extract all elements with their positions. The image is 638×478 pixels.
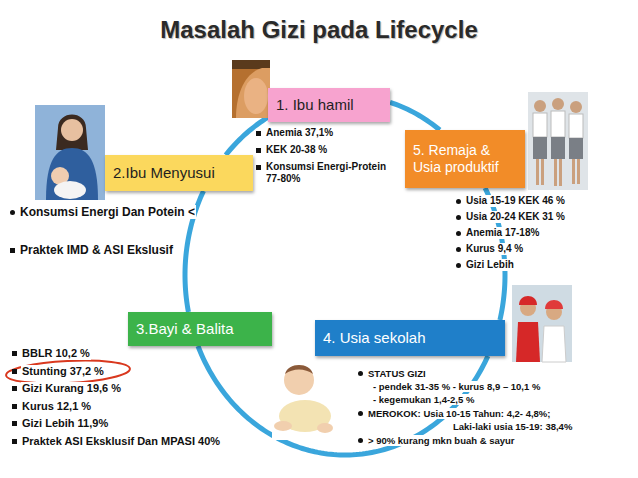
bullet-mark (12, 439, 17, 444)
list-text: Praktek ASI Eksklusif Dan MPASI 40% (21, 435, 221, 448)
list-item: Konsumsi Energi-Protein 77-80% (256, 161, 396, 185)
box-heading: 3.Bayi & Balita (136, 320, 264, 338)
bullet-mark (456, 247, 461, 252)
list-text: Laki-laki usia 15-19: 38,4% (452, 421, 573, 432)
students-red-photo (512, 285, 572, 362)
stage-box: 1. Ibu hamil (268, 88, 390, 122)
list-item: Gizi Lebih 11,9% (12, 417, 252, 430)
list-item: > 90% kurang mkn buah & sayur (358, 435, 608, 446)
stage-box: 3.Bayi & Balita (128, 312, 272, 346)
list-item: - kegemukan 1,4-2,5 % (372, 394, 622, 405)
bullet-mark (456, 215, 461, 220)
list-item: MEROKOK: Usia 10-15 Tahun: 4,2- 4,8%; (358, 408, 628, 419)
baby-photo (272, 352, 334, 440)
list-item: Usia 15-19 KEK 46 % (456, 195, 606, 207)
list-text: - pendek 31-35 % - kurus 8,9 – 10,1 % (372, 381, 541, 392)
school-kids-photo (528, 92, 588, 190)
bullet-mark (256, 148, 261, 153)
bullet-mark (256, 131, 261, 136)
list-text: Kurus 12,1 % (21, 400, 92, 413)
mother-baby-photo (35, 105, 105, 200)
list-item: Anemia 17-18% (456, 227, 606, 239)
stage-box: 5. Remaja & Usia produktif (405, 130, 525, 188)
list-text: Anemia 37,1% (265, 127, 334, 139)
bullet-mark (12, 404, 17, 409)
list-item: Praktek IMD & ASI Ekslusif (10, 243, 240, 257)
pregnant-belly-photo (232, 60, 270, 118)
cycle-arc (390, 102, 440, 130)
list-item: Konsumsi Energi Dan Potein < (10, 205, 225, 219)
stage-box: 2.Ibu Menyusui (105, 155, 253, 191)
list-text: Konsumsi Energi-Protein 77-80% (265, 161, 396, 185)
bullet-mark (358, 371, 363, 376)
list-text: Gizi Kurang 19,6 % (21, 382, 122, 395)
bullet-mark (456, 263, 461, 268)
list-item: Laki-laki usia 15-19: 38,4% (452, 421, 622, 432)
list-item: BBLR 10,2 % (12, 347, 252, 360)
list-item: KEK 20-38 % (256, 144, 396, 156)
list-text: BBLR 10,2 % (21, 347, 91, 360)
list-text: Kurus 9,4 % (465, 243, 524, 255)
bullet-mark (12, 351, 17, 356)
list-item: Kurus 9,4 % (456, 243, 606, 255)
list-text: KEK 20-38 % (265, 144, 328, 156)
list-text: Usia 20-24 KEK 31 % (465, 211, 566, 223)
list-text: Stunting 37,2 % (21, 365, 105, 378)
list-text: Gizi Lebih (465, 259, 515, 271)
list-item: Usia 20-24 KEK 31 % (456, 211, 606, 223)
list-item: Praktek ASI Eksklusif Dan MPASI 40% (12, 435, 257, 448)
list-text: MEROKOK: Usia 10-15 Tahun: 4,2- 4,8%; (367, 408, 551, 419)
list-item: Gizi Lebih (456, 259, 606, 271)
list-item: Stunting 37,2 % (12, 365, 252, 378)
list-text: Gizi Lebih 11,9% (21, 417, 109, 430)
stage-box: 4. Usia sekolah (315, 320, 505, 356)
list-text: Praktek IMD & ASI Ekslusif (19, 243, 174, 257)
bullet-mark (256, 165, 261, 170)
cycle-arc (226, 117, 268, 155)
box-heading: 4. Usia sekolah (323, 329, 497, 347)
list-text: Anemia 17-18% (465, 227, 540, 239)
list-item: Kurus 12,1 % (12, 400, 252, 413)
list-text: > 90% kurang mkn buah & sayur (367, 435, 516, 446)
bullet-mark (10, 210, 15, 215)
bullet-mark (10, 248, 15, 253)
box-heading: 1. Ibu hamil (276, 96, 382, 114)
list-text: - kegemukan 1,4-2,5 % (372, 394, 475, 405)
box-heading: 2.Ibu Menyusui (113, 164, 245, 182)
list-text: Konsumsi Energi Dan Potein < (19, 205, 196, 219)
list-item: Gizi Kurang 19,6 % (12, 382, 252, 395)
bullet-mark (12, 386, 17, 391)
list-item: STATUS GIZI (358, 368, 608, 379)
bullet-mark (456, 199, 461, 204)
diagram-title: Masalah Gizi pada Lifecycle (0, 16, 638, 44)
bullet-mark (358, 411, 363, 416)
box-heading: 5. Remaja & Usia produktif (413, 142, 517, 176)
bullet-mark (12, 369, 17, 374)
bullet-mark (358, 438, 363, 443)
bullet-mark (456, 231, 461, 236)
list-text: STATUS GIZI (367, 368, 427, 379)
bullet-mark (12, 421, 17, 426)
list-item: Anemia 37,1% (256, 127, 396, 139)
list-item: - pendek 31-35 % - kurus 8,9 – 10,1 % (372, 381, 622, 392)
list-text: Usia 15-19 KEK 46 % (465, 195, 566, 207)
